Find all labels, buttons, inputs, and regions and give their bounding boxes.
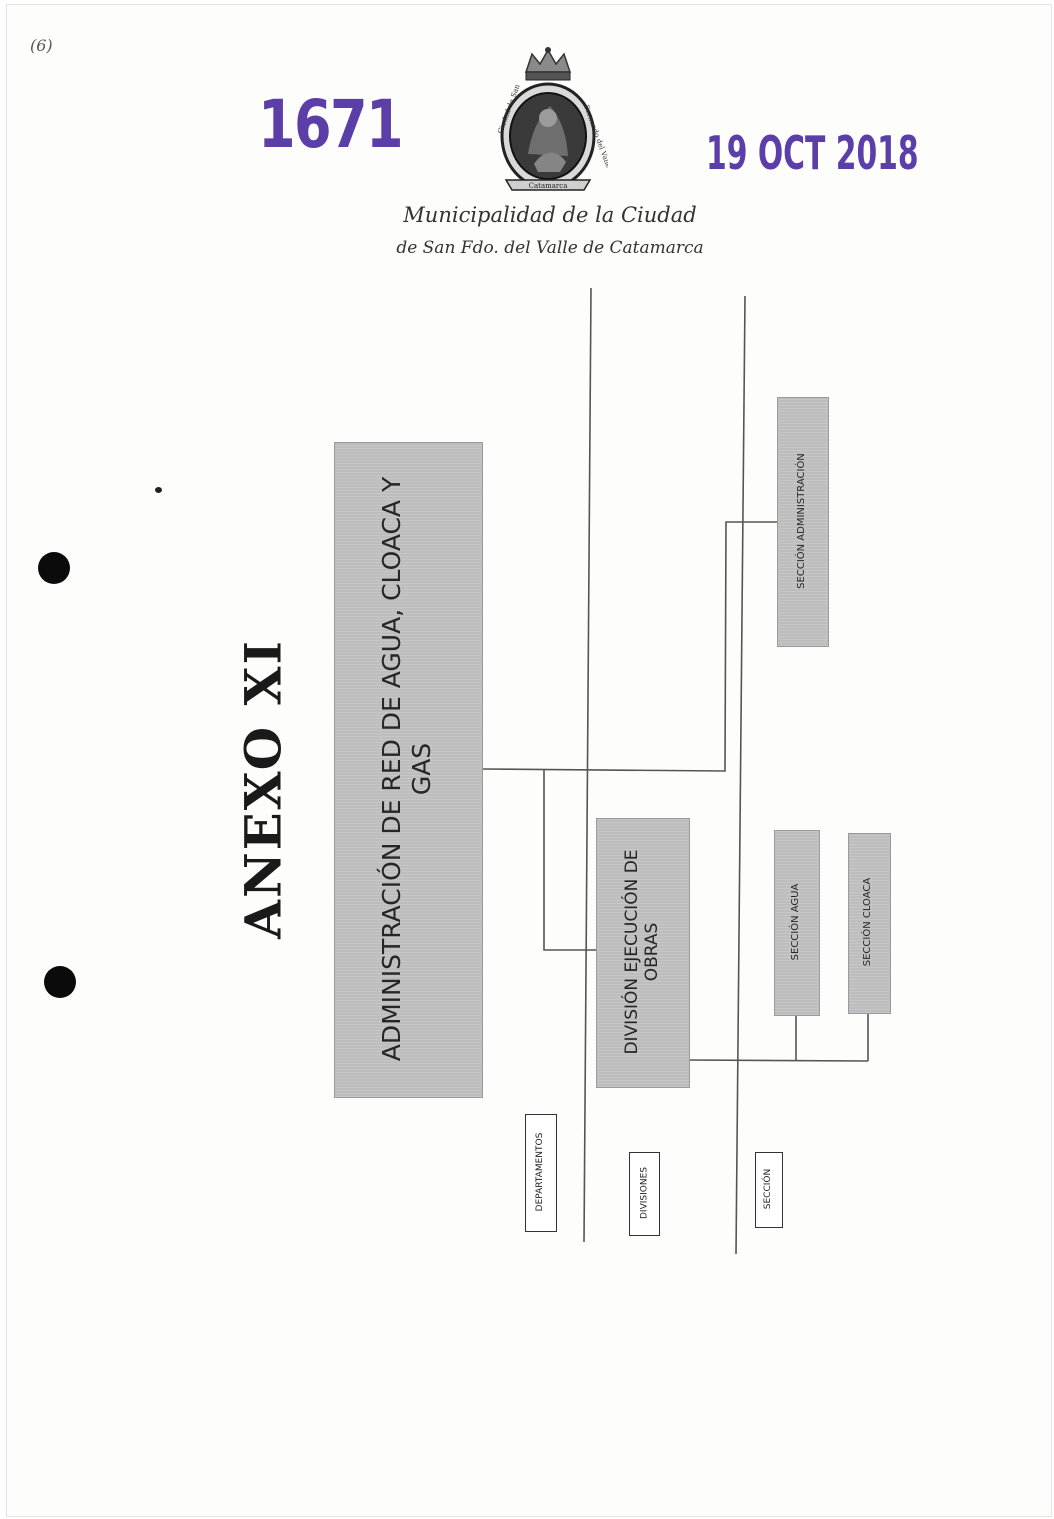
municipal-seal-emblem: Catamarca Ciudad de San Fernando del Val… [496,47,608,191]
level-divider-1 [583,287,592,1243]
org-box-section-cloaca [848,833,891,1014]
annex-title: ANEXO XI [233,639,293,939]
legend-divisiones-label: DIVISIONES [630,1152,659,1234]
handwritten-corner-mark: (6) [30,36,53,55]
org-box-section-agua [774,830,820,1016]
division-label-text: DIVISIÓN EJECUCIÓN DE OBRAS [621,849,662,1055]
legend-seccion-text: SECCIÓN [763,1168,773,1210]
root-label-text: ADMINISTRACIÓN DE RED DE AGUA, CLOACA Y … [377,476,436,1062]
legend-box-seccion [755,1152,783,1228]
document-page [6,4,1052,1517]
org-box-root-label: ADMINISTRACIÓN DE RED DE AGUA, CLOACA Y … [347,469,467,1069]
institution-name-line1: Municipalidad de la Ciudad [403,203,697,227]
org-box-section-administracion [777,397,829,647]
legend-departamentos-label: DEPARTAMENTOS [525,1114,555,1230]
punch-hole-top [38,552,70,584]
org-box-division [596,818,690,1088]
legend-divisiones-text: DIVISIONES [639,1167,649,1219]
level-divider-2 [735,295,746,1255]
punch-hole-bottom [44,966,76,998]
ink-dot [155,487,162,493]
org-box-section-agua-label: SECCIÓN AGUA [776,832,816,1012]
connector-root-to-division [543,769,597,951]
section-agua-text: SECCIÓN AGUA [790,883,801,961]
institution-name-line2: de San Fdo. del Valle de Catamarca [396,238,704,258]
connector-division-to-sections [687,1059,869,1062]
legend-box-divisiones [629,1152,660,1236]
org-box-section-administracion-label: SECCIÓN ADMINISTRACIÓN [782,401,822,641]
file-number-stamp: 1671 [258,86,404,163]
connector-root-to-admin [481,521,777,772]
legend-seccion-label: SECCIÓN [755,1152,781,1226]
legend-box-departamentos [525,1114,557,1232]
section-cloaca-text: SECCIÓN CLOACA [862,877,873,967]
org-box-division-label: DIVISIÓN EJECUCIÓN DE OBRAS [600,827,684,1077]
org-box-section-cloaca-label: SECCIÓN CLOACA [848,834,888,1010]
org-box-root [334,442,483,1098]
section-administracion-text: SECCIÓN ADMINISTRACIÓN [796,453,807,589]
seal-lettering-bottom: Catamarca [529,182,568,190]
legend-departamentos-text: DEPARTAMENTOS [535,1132,545,1212]
date-stamp: 19 OCT 2018 [706,126,919,180]
